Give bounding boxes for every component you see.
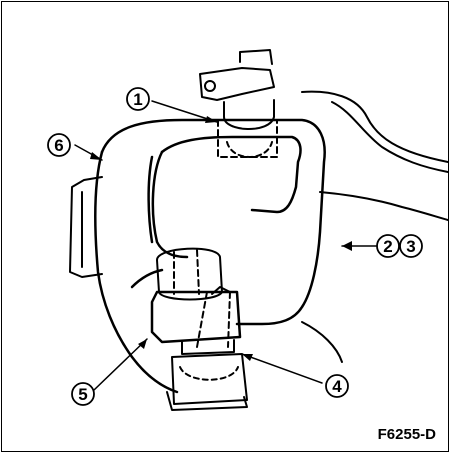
callout-2: 2 <box>383 237 392 256</box>
axle-arm-outline <box>301 90 448 363</box>
callout-3: 3 <box>406 237 415 256</box>
lower-boss <box>130 268 242 344</box>
callout-circles <box>47 87 423 406</box>
callout-4: 4 <box>332 377 342 396</box>
callout-5: 5 <box>78 385 87 404</box>
spindle-flange <box>69 176 103 278</box>
adjusting-sleeve <box>156 247 231 348</box>
leader-arrowheads <box>90 116 352 361</box>
callout-6: 6 <box>54 136 63 155</box>
lower-ball-joint <box>166 339 248 411</box>
upper-ball-joint <box>199 49 278 158</box>
leader-lines <box>74 100 378 391</box>
figure-code: F6255-D <box>377 426 436 443</box>
callout-1: 1 <box>133 90 142 109</box>
knuckle-yoke <box>94 118 326 394</box>
